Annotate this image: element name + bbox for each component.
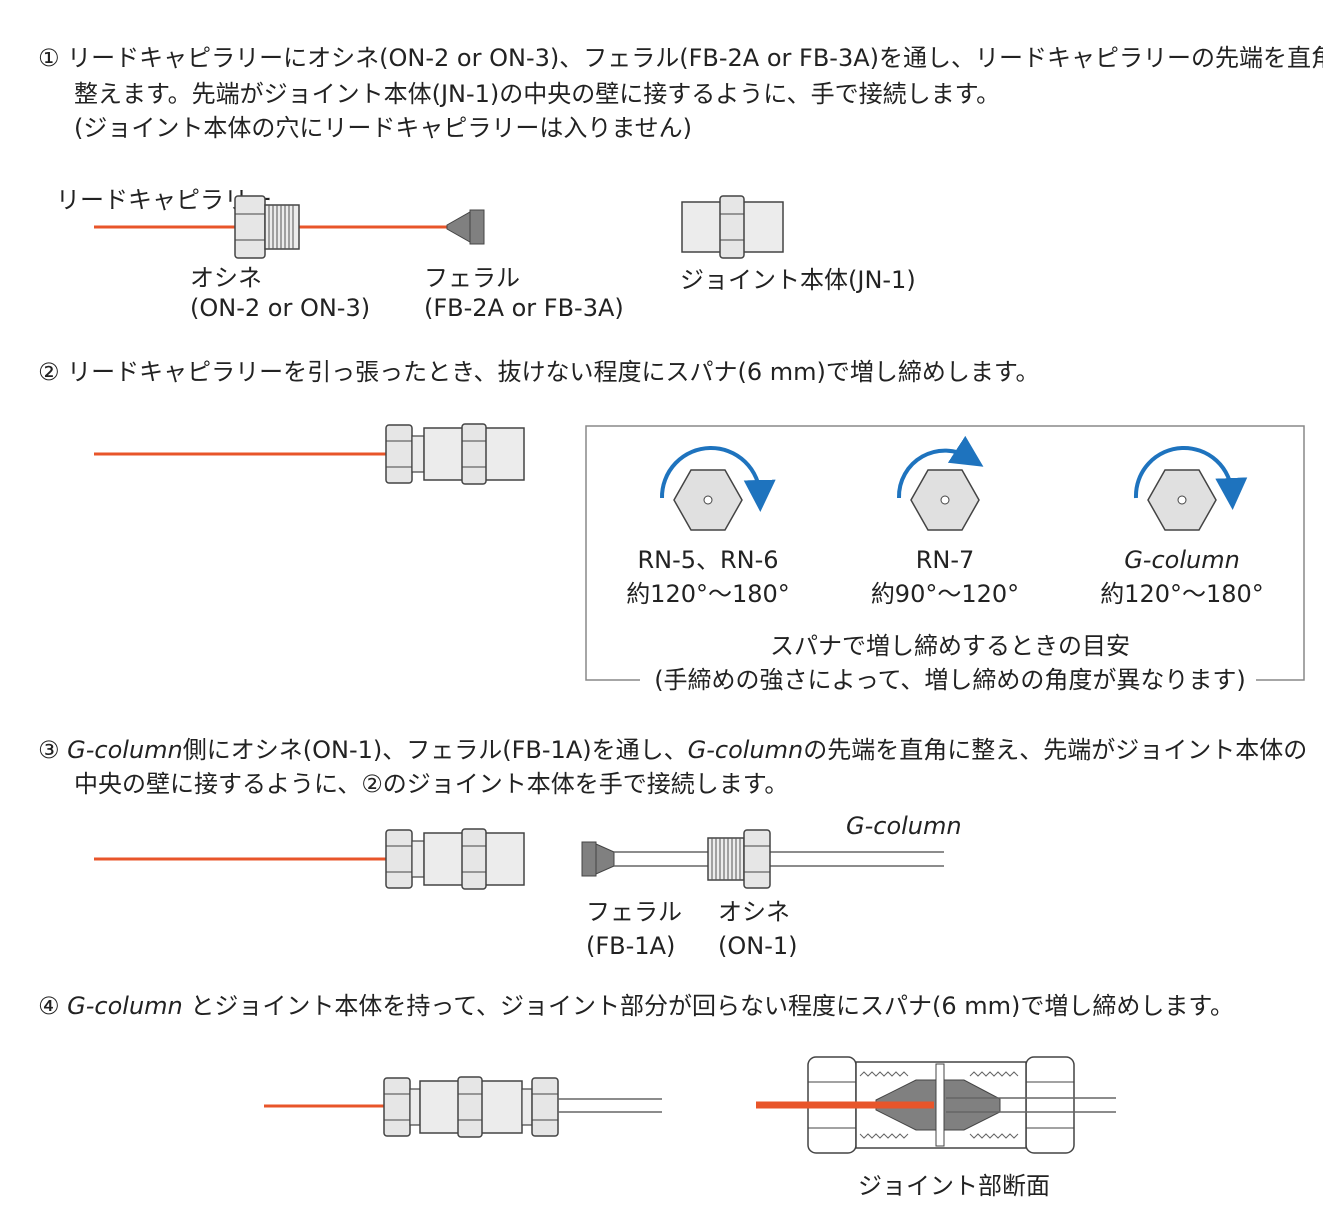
final-assembly [383,1076,662,1138]
nut-label: オシネ [190,264,262,292]
step4-number: ④ [38,992,60,1020]
guide-frame [585,425,1305,681]
guide-name-2: RN-7 [915,546,975,574]
ferrule-fb1a [581,841,615,877]
guide-angle-2: 約90°～120° [870,580,1020,608]
column-label: G-column [846,812,962,840]
step3-line1: ③ G-column側にオシネ(ON-1)、フェラル(FB-1A)を通し、G-c… [38,736,1307,765]
joint-body-jn1 [681,195,784,259]
step4-art [264,1056,1116,1154]
step2-text: リードキャピラリーを引っ張ったとき、抜けない程度にスパナ(6 mm)で増し締めし… [67,358,1040,386]
step3-text2: の先端を直角に整え、先端がジョイント本体の [803,736,1308,764]
step3-column-2: G-column [687,736,804,764]
section-label: ジョイント部断面 [858,1172,1050,1200]
guide-caption-2: (手締めの強さによって、増し締めの角度が異なります) [654,666,1246,694]
hex-nut-icon [659,446,776,531]
ferrule-1a-label: フェラル [586,898,682,926]
step4-text: とジョイント本体を持って、ジョイント部分が回らない程度にスパナ(6 mm)で増し… [190,992,1234,1020]
step1-line2: 整えます。先端がジョイント本体(JN-1)の中央の壁に接するように、手で接続しま… [74,80,1001,108]
hex-nut-icon [896,435,984,531]
step3-line2: 中央の壁に接するように、②のジョイント本体を手で接続します。 [74,770,789,798]
step1-text1: リードキャピラリーにオシネ(ON-2 or ON-3)、フェラル(FB-2A o… [67,44,1323,72]
step1-line3: (ジョイント本体の穴にリードキャピラリーは入りません) [74,114,693,142]
joint-cross-section [756,1056,1116,1154]
step3-column-1: G-column [67,736,183,764]
step4-line: ④ G-column とジョイント本体を持って、ジョイント部分が回らない程度にス… [38,992,1234,1021]
nut-1-label: オシネ [718,898,790,926]
step1-line1: ① リードキャピラリーにオシネ(ON-2 or ON-3)、フェラル(FB-2A… [38,44,1323,73]
nut-on1 [707,829,771,889]
guide-angle-3: 約120°～180° [1100,580,1264,608]
guide-name-3: G-column [1124,546,1240,574]
g-column-tube [614,851,944,867]
guide-name-1: RN-5、RN-6 [637,546,779,574]
step3-text1: 側にオシネ(ON-1)、フェラル(FB-1A)を通し、 [182,736,688,764]
step1-art [94,195,784,259]
step3-art [94,828,944,890]
step1-number: ① [38,44,60,72]
guide-angle-1: 約120°～180° [626,580,790,608]
nut-1-code: (ON-1) [718,932,798,960]
assembly-step2 [385,423,525,485]
ferrule-1a-code: (FB-1A) [586,932,676,960]
ferrule-fb2a [446,209,485,245]
step2-line: ② リードキャピラリーを引っ張ったとき、抜けない程度にスパナ(6 mm)で増し締… [38,358,1039,387]
ferrule-label: フェラル [424,264,520,292]
step2-art [94,423,1305,681]
step4-column: G-column [67,992,183,1020]
joint-label: ジョイント本体(JN-1) [680,266,916,294]
step3-number: ③ [38,736,60,764]
hex-nut-icon [1133,445,1248,531]
ferrule-code: (FB-2A or FB-3A) [424,294,624,322]
nut-code: (ON-2 or ON-3) [190,294,371,322]
step2-number: ② [38,358,60,386]
assembly-step3 [385,828,525,890]
nut-on2-on3 [234,195,300,259]
guide-caption-1: スパナで増し締めするときの目安 [770,632,1130,660]
